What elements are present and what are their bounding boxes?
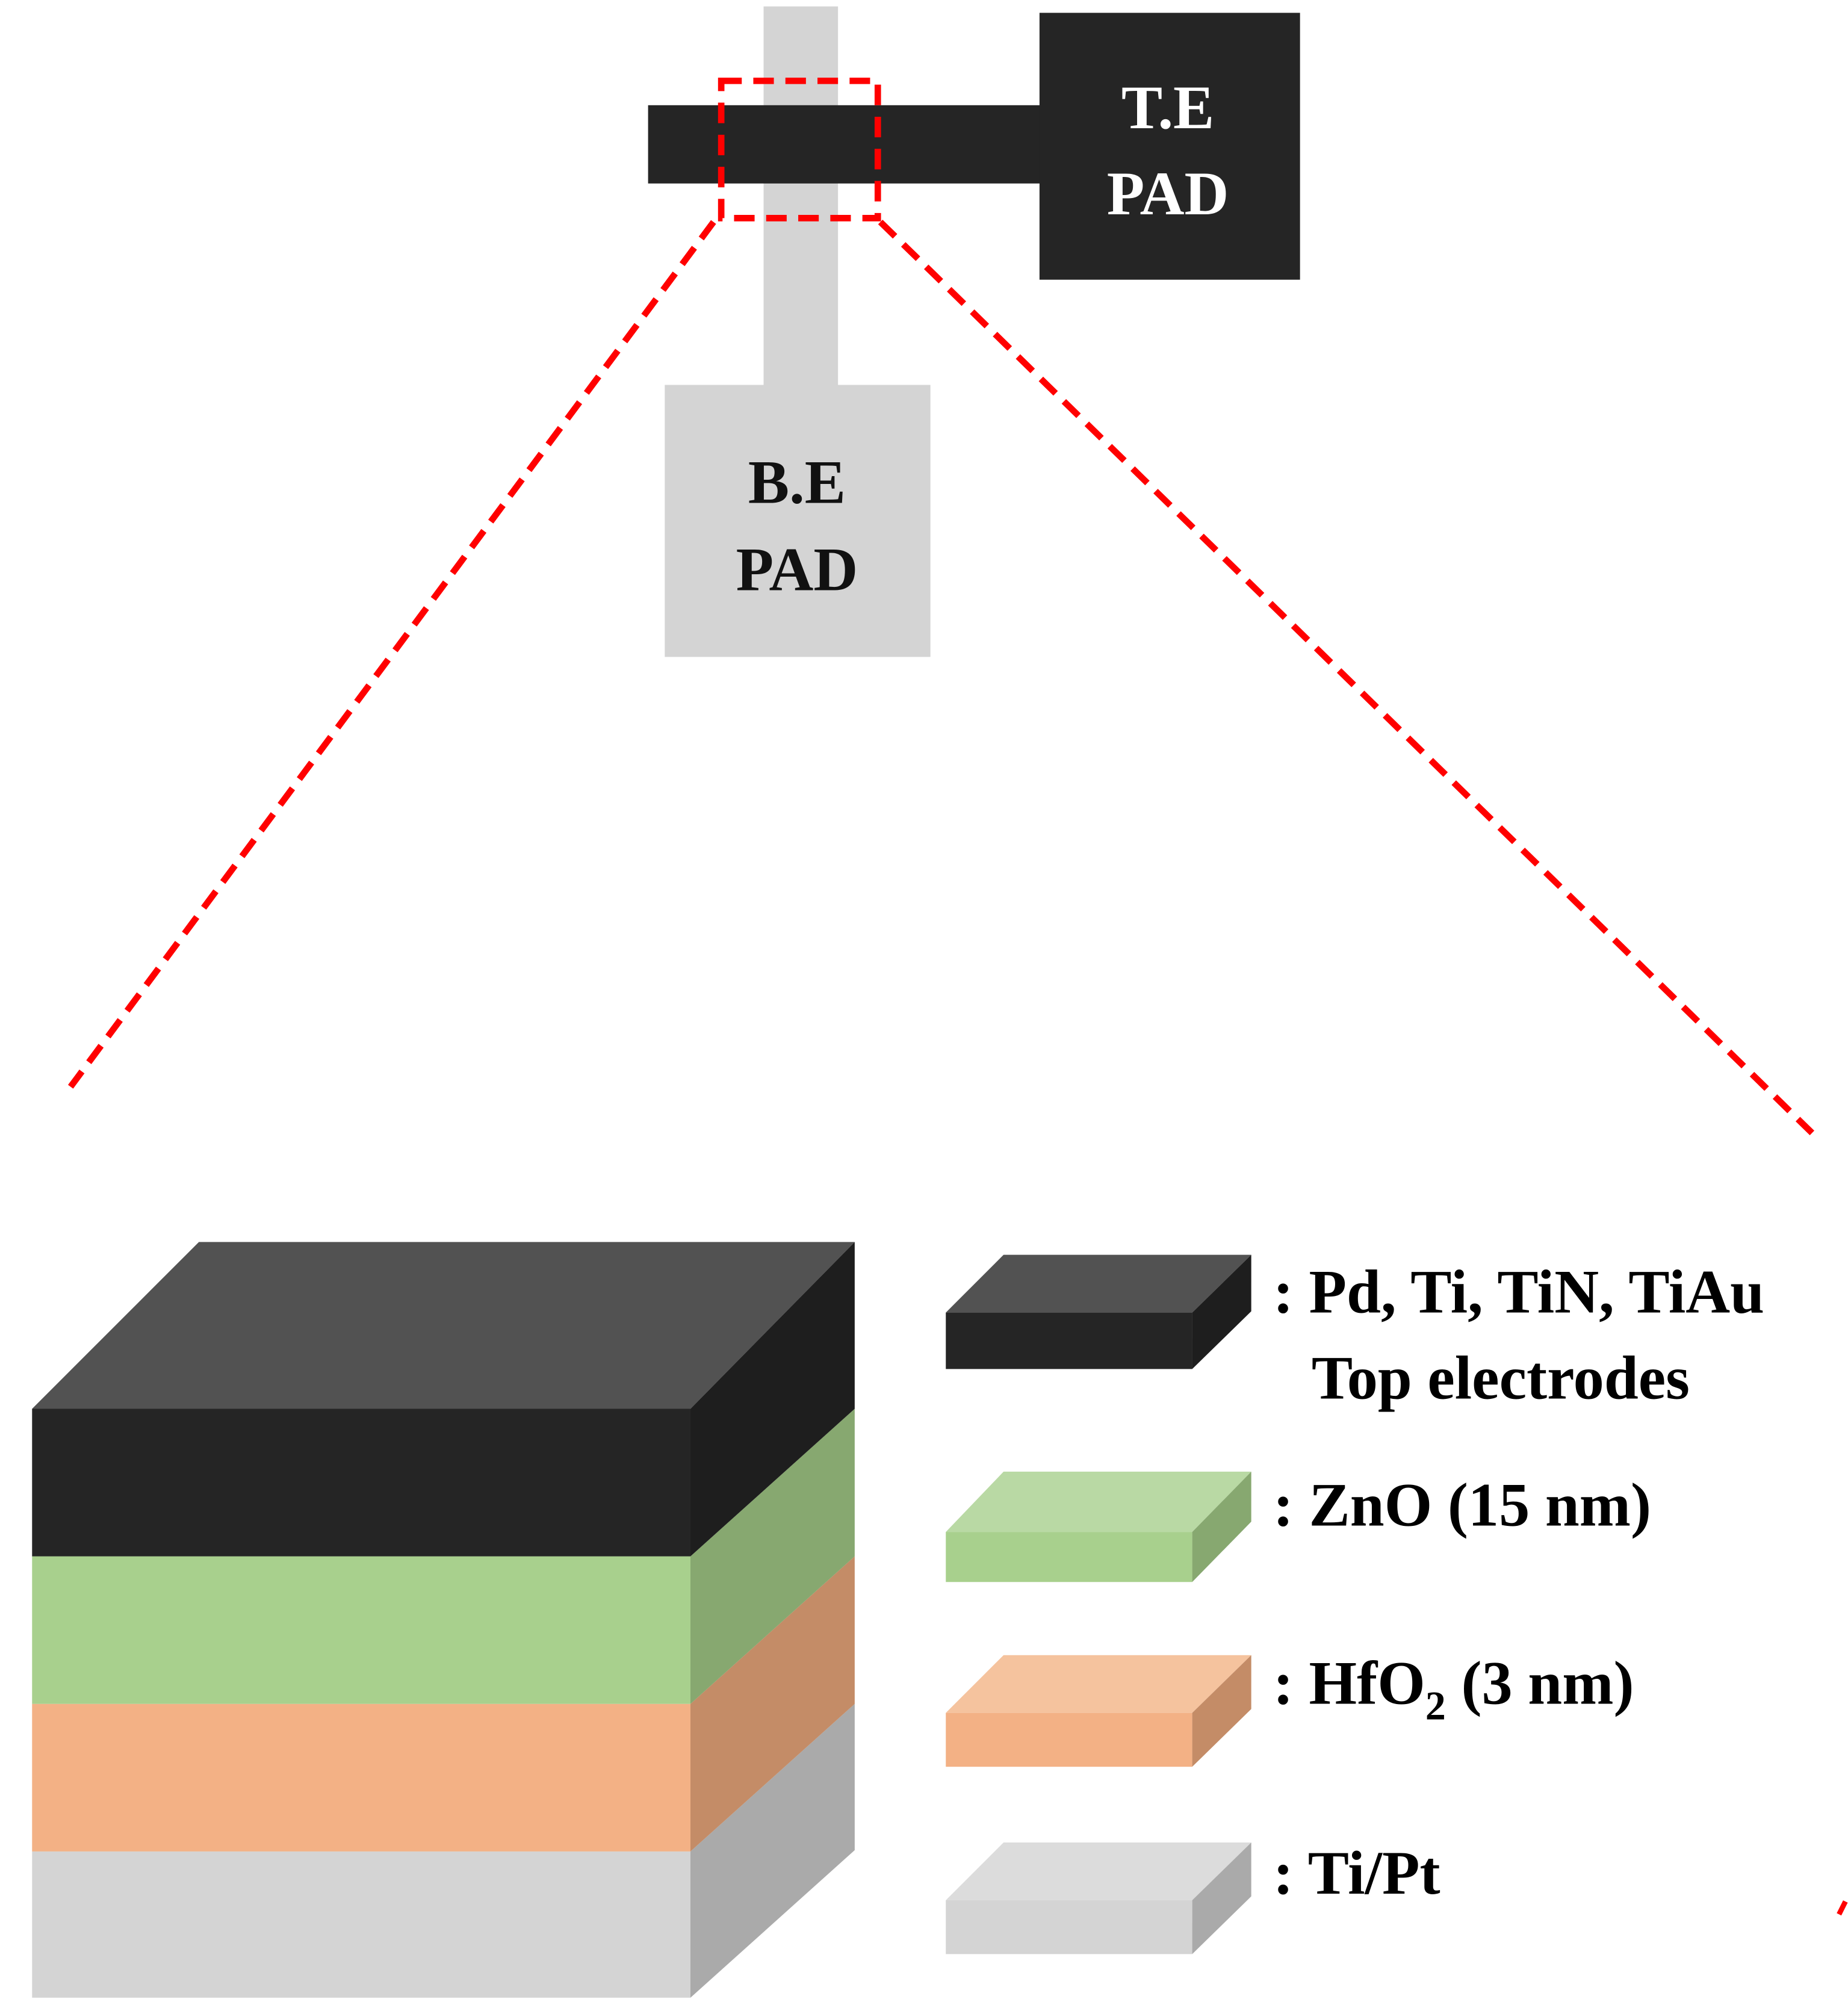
legend-label-suffix: (3 nm) bbox=[1446, 1650, 1634, 1718]
top-electrode-layer-front bbox=[32, 1409, 690, 1557]
legend: : Pd, Ti, TiN, TiAu Top electrodes : ZnO… bbox=[946, 1254, 1764, 1954]
tipt-layer-front bbox=[32, 1851, 690, 1998]
zoom-region-box bbox=[718, 77, 881, 222]
legend-swatch-side bbox=[1192, 1471, 1251, 1582]
te-pad-label-line1: T.E bbox=[1121, 74, 1214, 142]
legend-item-zno: : ZnO (15 nm) bbox=[946, 1471, 1651, 1582]
legend-label-subscript: 2 bbox=[1425, 1682, 1446, 1728]
legend-swatch-top bbox=[946, 1655, 1251, 1713]
legend-item-tipt: : Ti/Pt bbox=[946, 1839, 1440, 1954]
be-pad-label-line2: PAD bbox=[736, 536, 858, 604]
layer-stack bbox=[32, 1242, 855, 1998]
hfo2-layer-front bbox=[32, 1703, 690, 1852]
zoom-indicator bbox=[67, 77, 1815, 1135]
legend-swatch-top bbox=[946, 1254, 1251, 1313]
hfo2-layer-side bbox=[690, 1556, 855, 1852]
top-electrode: T.E PAD bbox=[648, 13, 1300, 280]
legend-swatch-front bbox=[946, 1900, 1192, 1954]
legend-label-prefix: : HfO bbox=[1273, 1650, 1425, 1718]
bottom-electrode-line bbox=[763, 6, 839, 388]
legend-swatch-front bbox=[946, 1532, 1192, 1582]
legend-swatch-top bbox=[946, 1842, 1251, 1900]
legend-item-top-electrode: : Pd, Ti, TiN, TiAu Top electrodes bbox=[946, 1254, 1764, 1412]
top-electrode-layer-top bbox=[32, 1242, 855, 1409]
legend-label-line1: : Pd, Ti, TiN, TiAu bbox=[1273, 1259, 1764, 1327]
legend-swatch-side bbox=[1192, 1655, 1251, 1767]
legend-label: : HfO2 (3 nm) bbox=[1273, 1650, 1634, 1729]
legend-swatch-front bbox=[946, 1312, 1192, 1369]
legend-label: : Ti/Pt bbox=[1273, 1839, 1440, 1908]
bottom-electrode: B.E PAD bbox=[665, 6, 931, 657]
top-electrode-line bbox=[648, 105, 1046, 184]
zno-layer-front bbox=[32, 1556, 690, 1704]
bottom-electrode-pad bbox=[665, 385, 931, 657]
legend-item-hfo2: : HfO2 (3 nm) bbox=[946, 1650, 1634, 1767]
top-electrode-layer-side bbox=[690, 1242, 855, 1557]
legend-swatch-side bbox=[1192, 1842, 1251, 1954]
zoom-line-right bbox=[878, 219, 1815, 1135]
top-electrode-pad bbox=[1039, 13, 1300, 280]
zoom-line-left bbox=[67, 220, 716, 1089]
edge-artifact bbox=[1837, 1900, 1848, 1916]
legend-swatch-top bbox=[946, 1471, 1251, 1533]
te-pad-label-line2: PAD bbox=[1107, 160, 1229, 228]
legend-swatch-side bbox=[1192, 1254, 1251, 1369]
legend-label: : ZnO (15 nm) bbox=[1273, 1471, 1651, 1539]
zno-layer-side bbox=[690, 1409, 855, 1704]
be-pad-label-line1: B.E bbox=[748, 449, 846, 517]
legend-swatch-front bbox=[946, 1712, 1192, 1767]
legend-label-line2: Top electrodes bbox=[1312, 1344, 1690, 1412]
tipt-layer-side bbox=[690, 1703, 855, 1998]
